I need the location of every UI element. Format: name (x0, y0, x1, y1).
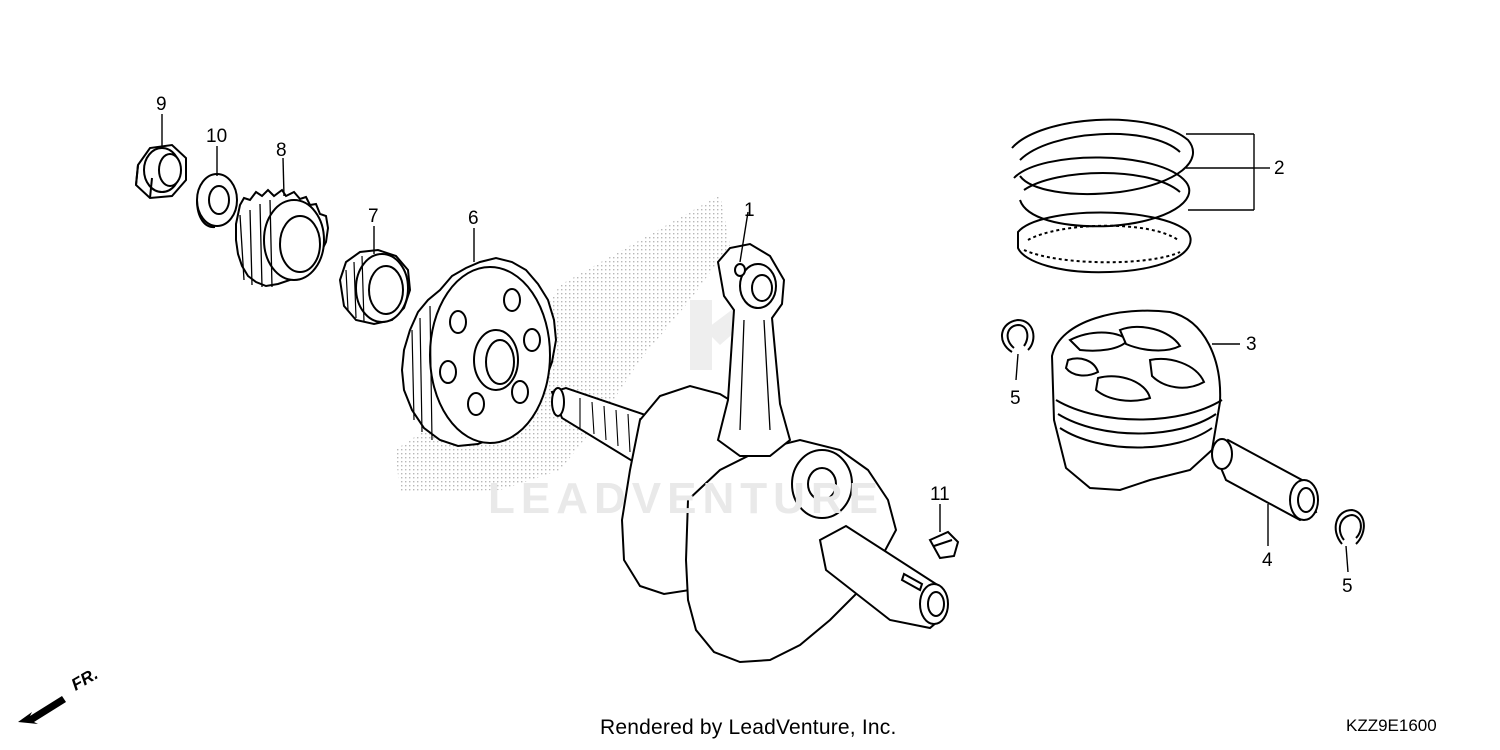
piston-pin[interactable] (1211, 438, 1319, 522)
front-arrow-icon (18, 696, 66, 724)
watermark-text: LEADVENTURE (488, 474, 885, 523)
callout-3: 3 (1246, 334, 1257, 355)
woodruff-key[interactable] (928, 530, 960, 560)
piston[interactable] (1050, 309, 1223, 492)
primary-drive-gear[interactable] (400, 256, 558, 448)
callout-9: 9 (156, 94, 167, 115)
balancer-drive-gear[interactable] (235, 188, 330, 288)
diagram-code: KZZ9E1600 (1346, 716, 1437, 735)
callout-1: 1 (744, 200, 755, 221)
piston-pin-clip-left[interactable] (1001, 318, 1035, 353)
lock-nut[interactable] (134, 143, 187, 200)
callout-10: 10 (206, 126, 227, 147)
crankshaft-assembly[interactable] (550, 242, 949, 664)
callout-2: 2 (1274, 158, 1285, 179)
front-direction-indicator: FR. (16, 664, 106, 736)
callout-6: 6 (468, 208, 479, 229)
callouts: 9 10 8 7 6 1 2 3 5 11 4 5 (156, 94, 1353, 597)
callout-4: 4 (1262, 550, 1273, 571)
render-credit: Rendered by LeadVenture, Inc. (600, 716, 897, 739)
callout-7: 7 (368, 206, 379, 227)
needle-bearing[interactable] (338, 248, 412, 326)
leader-lines (161, 114, 1349, 573)
piston-ring-set[interactable] (1011, 118, 1194, 274)
piston-pin-clip-right[interactable] (1334, 508, 1365, 545)
callout-5-right: 5 (1342, 576, 1353, 597)
callout-5-left: 5 (1010, 388, 1021, 409)
callout-11: 11 (930, 484, 950, 505)
callout-8: 8 (276, 140, 287, 161)
washer[interactable] (196, 173, 238, 229)
